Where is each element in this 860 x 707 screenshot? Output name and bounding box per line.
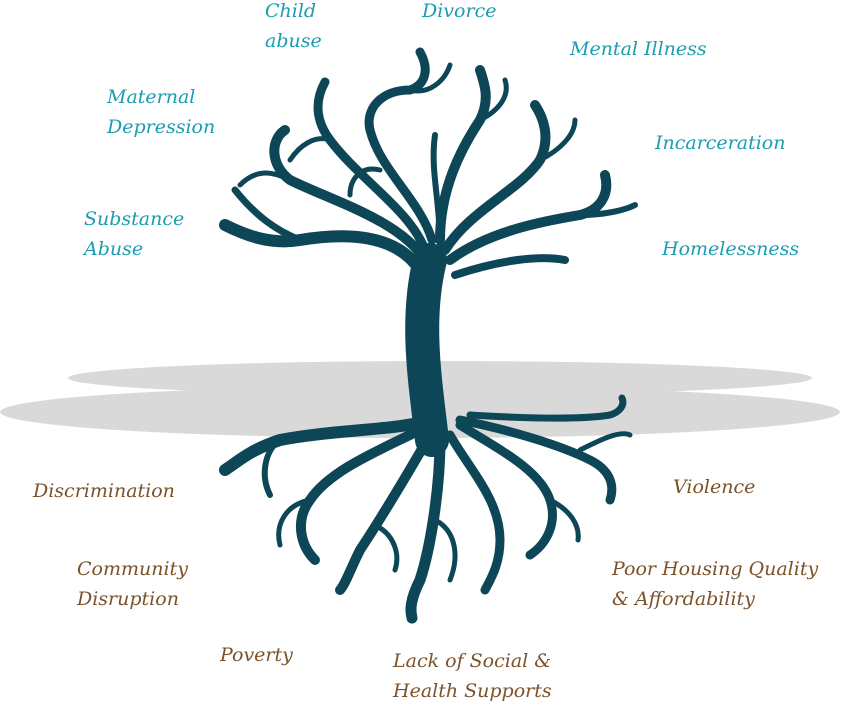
branch-label-incarceration: Incarceration xyxy=(655,132,786,154)
tree-trunk-and-branches xyxy=(219,47,638,457)
root-label-poor-housing: Poor Housing Quality& Affordability xyxy=(612,558,819,610)
root-label-lack-of-supports: Lack of Social &Health Supports xyxy=(393,650,552,702)
root-label-poverty: Poverty xyxy=(220,644,293,666)
tree-roots xyxy=(219,394,633,624)
branch-label-divorce: Divorce xyxy=(422,0,497,22)
root-label-discrimination: Discrimination xyxy=(33,480,175,502)
branch-label-homelessness: Homelessness xyxy=(662,238,800,260)
root-label-violence: Violence xyxy=(673,476,756,498)
branch-label-mental-illness: Mental Illness xyxy=(570,38,707,60)
